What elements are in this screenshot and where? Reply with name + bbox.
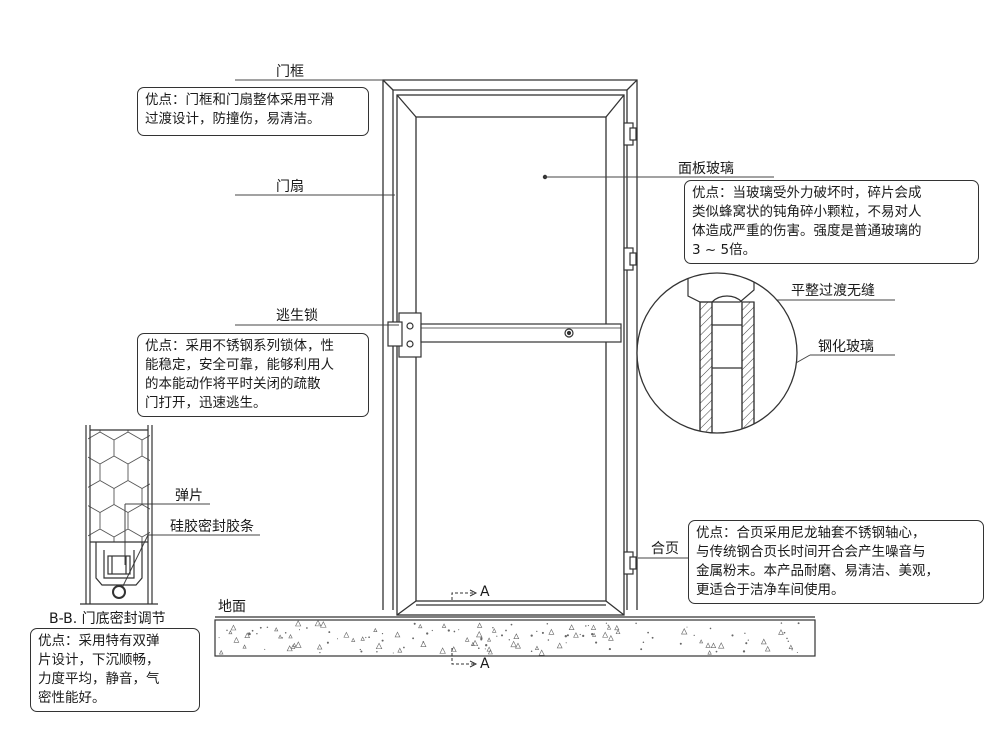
note-line: 与传统钢合页长时间开合会产生噪音与	[696, 544, 926, 560]
label-section-bb: B-B. 门底密封调节	[49, 611, 166, 627]
note-line: 片设计，下沉顺畅，	[38, 652, 160, 668]
note-line: 密性能好。	[38, 690, 106, 706]
bottom-seal-section	[80, 425, 158, 605]
note-line: 类似蜂窝状的钝角碎小颗粒，不易对人	[692, 204, 922, 220]
escape-lock	[387, 312, 622, 358]
label-seamless: 平整过渡无缝	[791, 283, 875, 299]
note-frame: 优点：门框和门扇整体采用平滑 过渡设计，防撞伤，易清洁。	[137, 87, 369, 136]
note-line: 金属粉末。本产品耐磨、易清洁、美观，	[696, 563, 939, 579]
magnified-detail	[636, 272, 798, 434]
label-frame: 门框	[276, 64, 304, 80]
label-hinge: 合页	[651, 541, 679, 557]
note-line: 优点：门框和门扇整体采用平滑	[145, 92, 334, 108]
note-line: 优点：合页采用尼龙轴套不锈钢轴心，	[696, 525, 926, 541]
note-line: 优点：采用不锈钢系列锁体，性	[145, 338, 334, 354]
note-line: 优点：采用特有双弹	[38, 633, 160, 649]
label-spring: 弹片	[175, 488, 203, 504]
label-ground: 地面	[218, 599, 246, 615]
note-seal: 优点：采用特有双弹 片设计，下沉顺畅， 力度平均，静音，气 密性能好。	[30, 628, 200, 712]
section-label-a-top: A	[480, 584, 490, 600]
label-leaf: 门扇	[276, 179, 304, 195]
label-glass-panel: 面板玻璃	[678, 161, 734, 177]
note-line: 更适合于洁净车间使用。	[696, 582, 845, 598]
label-lock: 逃生锁	[276, 308, 318, 324]
note-lock: 优点：采用不锈钢系列锁体，性 能稳定，安全可靠，能够利用人 的本能动作将平时关闭…	[137, 333, 369, 417]
section-mark-a	[451, 589, 478, 668]
note-line: 3 ~ 5倍。	[692, 242, 757, 258]
floor	[214, 616, 816, 657]
hinges	[623, 122, 637, 575]
note-line: 能稳定，安全可靠，能够利用人	[145, 357, 334, 373]
note-hinge: 优点：合页采用尼龙轴套不锈钢轴心， 与传统钢合页长时间开合会产生噪音与 金属粉末…	[688, 520, 984, 604]
section-label-a-bottom: A	[480, 656, 490, 672]
note-line: 优点：当玻璃受外力破坏时，碎片会成	[692, 185, 922, 201]
note-line: 力度平均，静音，气	[38, 671, 160, 687]
note-line: 门打开，迅速逃生。	[145, 395, 267, 411]
label-tempered-glass: 钢化玻璃	[818, 339, 874, 355]
note-line: 的本能动作将平时关闭的疏散	[145, 376, 321, 392]
note-line: 过渡设计，防撞伤，易清洁。	[145, 111, 321, 127]
note-glass: 优点：当玻璃受外力破坏时，碎片会成 类似蜂窝状的钝角碎小颗粒，不易对人 体造成严…	[684, 180, 979, 264]
label-silicone-strip: 硅胶密封胶条	[170, 519, 254, 535]
door-leaf	[396, 94, 625, 616]
note-line: 体造成严重的伤害。强度是普通玻璃的	[692, 223, 922, 239]
